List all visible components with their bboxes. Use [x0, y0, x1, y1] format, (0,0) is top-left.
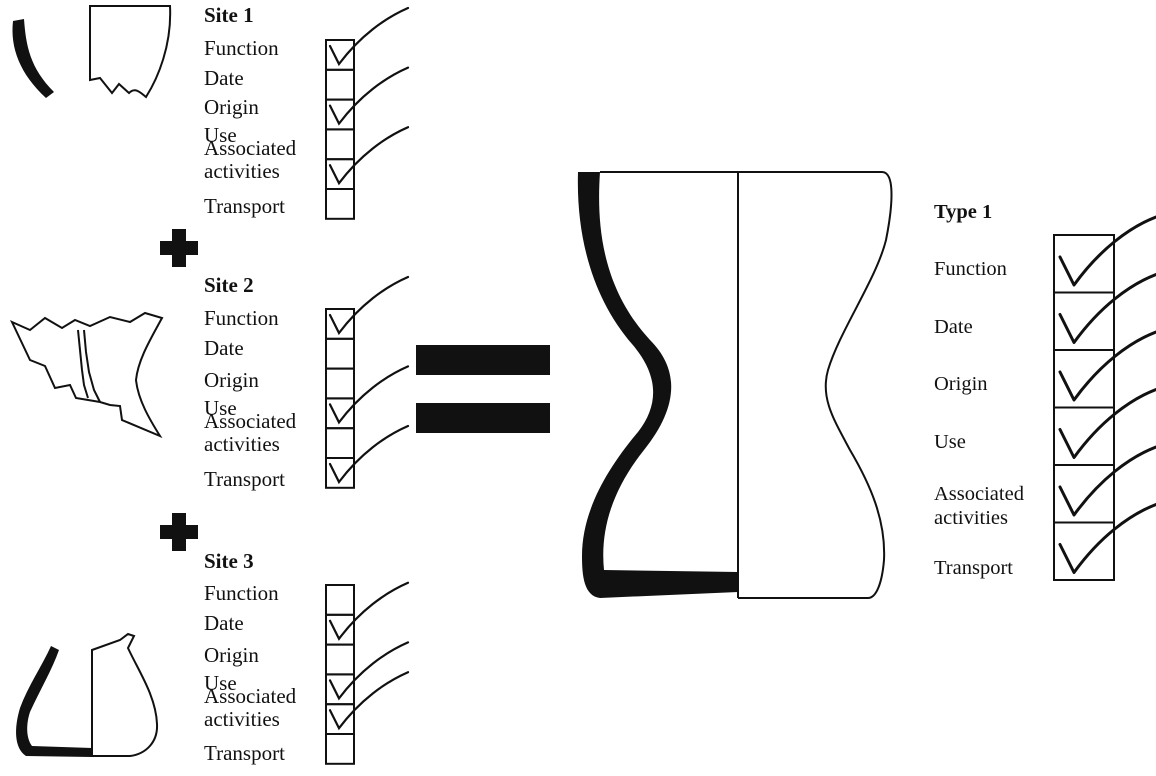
site-3-label-row-3: Origin: [204, 643, 259, 667]
sherd-3-drawing: [16, 632, 159, 757]
site-2-title: Site 2: [204, 273, 254, 297]
type-1-label-row-1: Function: [934, 258, 1007, 280]
site-2-label-row-6: Transport: [204, 467, 285, 491]
type-1-label-row-5-line-2: activities: [934, 507, 1008, 529]
site-1-label-row-1: Function: [204, 36, 279, 60]
sherd-3-outline: [91, 632, 159, 757]
site-2-label-row-5-line-1: Associated: [204, 409, 297, 433]
site-1-check-mark-icon-1: [328, 6, 410, 67]
site-3-checkbox-1: [325, 584, 355, 616]
site-3-label-row-5-line-2: activities: [204, 707, 280, 731]
site-1-label-row-5-line-2: activities: [204, 159, 280, 183]
site-2-check-mark-icon-1: [328, 275, 410, 336]
type-1-check-mark-icon-1: [1058, 215, 1156, 287]
equals-sign: [416, 345, 550, 433]
site-2-checkbox-2: [325, 337, 355, 370]
site-2-label-row-1: Function: [204, 306, 279, 330]
site-2-check-mark-icon-4: [328, 365, 410, 425]
type-1-label-row-6: Transport: [934, 557, 1013, 579]
sherd-2-outline: [9, 311, 164, 439]
site-1-checkbox-6: [325, 188, 355, 220]
sherd-2-break-line-b: [83, 329, 101, 403]
site-1-check-mark-icon-5: [328, 126, 410, 186]
site-1-label-row-5-line-1: Associated: [204, 136, 297, 160]
type-1-checklist: Type 1 FunctionDateOriginUseAssociatedact…: [934, 201, 1156, 581]
vessel-outline: [600, 171, 893, 599]
vessel-profile-thick: [577, 172, 738, 598]
sherd-1-drawing: [12, 5, 172, 99]
site-1-check-mark-icon-3: [328, 66, 410, 126]
sherd-2-drawing: [9, 311, 164, 439]
site-1-checkbox-4: [325, 128, 355, 161]
site-3-checkbox-4: [325, 673, 355, 706]
site-3-check-mark-icon-4: [328, 641, 410, 701]
site-3-label-row-6: Transport: [204, 741, 285, 765]
type-1-label-row-3: Origin: [934, 373, 988, 395]
site-1-checkbox-1: [325, 39, 355, 71]
site-2-checkbox-4: [325, 397, 355, 430]
site-3-label-row-1: Function: [204, 581, 279, 605]
site-2-label-row-4: Use: [204, 396, 237, 420]
site-3-label-row-5-line-1: Associated: [204, 684, 297, 708]
site-1-checkbox-2: [325, 68, 355, 101]
site-3-check-mark-icon-5: [328, 671, 410, 731]
type-1-label-row-2: Date: [934, 316, 973, 338]
type-1-label-row-5-line-1: Associated: [934, 483, 1024, 505]
site-1-label-row-3: Origin: [204, 95, 259, 119]
site-3-label-row-2: Date: [204, 611, 244, 635]
site-2-label-row-5-line-2: activities: [204, 432, 280, 456]
site-2-label-row-2: Date: [204, 336, 244, 360]
site-3-checkbox-2: [325, 613, 355, 646]
sherd-1-profile: [12, 19, 54, 98]
vessel-type-1-drawing: [577, 171, 893, 599]
site-3-checklist: Site 3 FunctionDateOriginUseAssociatedact…: [204, 549, 410, 765]
type-1-check-mark-icon-4: [1058, 388, 1156, 459]
site-3-checkbox-6: [325, 733, 355, 765]
type-1-check-mark-icon-2: [1058, 273, 1156, 344]
site-2-checkbox-5: [325, 427, 355, 460]
plus-sign-1: [160, 229, 198, 267]
site-3-title: Site 3: [204, 549, 254, 573]
type-1-label-row-4: Use: [934, 431, 966, 453]
type-1-check-mark-icon-6: [1058, 503, 1156, 574]
site-2-label-row-3: Origin: [204, 368, 259, 392]
site-3-checkbox-3: [325, 643, 355, 676]
site-3-label-row-4: Use: [204, 671, 237, 695]
type-1-check-mark-icon-3: [1058, 330, 1156, 402]
type-1-title: Type 1: [934, 201, 992, 223]
plus-sign-2: [160, 513, 198, 551]
site-2-checkbox-6: [325, 457, 355, 489]
site-1-checkbox-5: [325, 158, 355, 190]
type-1-check-mark-icon-5: [1058, 445, 1156, 517]
site-1-label-row-2: Date: [204, 66, 244, 90]
sherd-2-break-line-a: [77, 329, 89, 399]
sherd-1-outline: [89, 5, 172, 99]
site-2-checkbox-1: [325, 308, 355, 340]
site-2-check-mark-icon-6: [328, 424, 410, 485]
site-2-checklist: Site 2 FunctionDateOriginUseAssociatedact…: [204, 273, 410, 491]
site-1-title: Site 1: [204, 3, 254, 27]
type-1-checkbox-6: [1053, 521, 1115, 581]
site-1-label-row-6: Transport: [204, 194, 285, 218]
site-3-checkbox-5: [325, 703, 355, 736]
site-1-label-row-4: Use: [204, 123, 237, 147]
sherd-3-profile: [16, 646, 92, 757]
site-2-checkbox-3: [325, 367, 355, 400]
site-1-checkbox-3: [325, 98, 355, 131]
site-1-checklist: Site 1 FunctionDateOriginUseAssociatedact…: [204, 3, 410, 220]
site-3-check-mark-icon-2: [328, 581, 410, 641]
checklists: Site 1FunctionDateOriginUseAssociatedact…: [204, 3, 1156, 765]
